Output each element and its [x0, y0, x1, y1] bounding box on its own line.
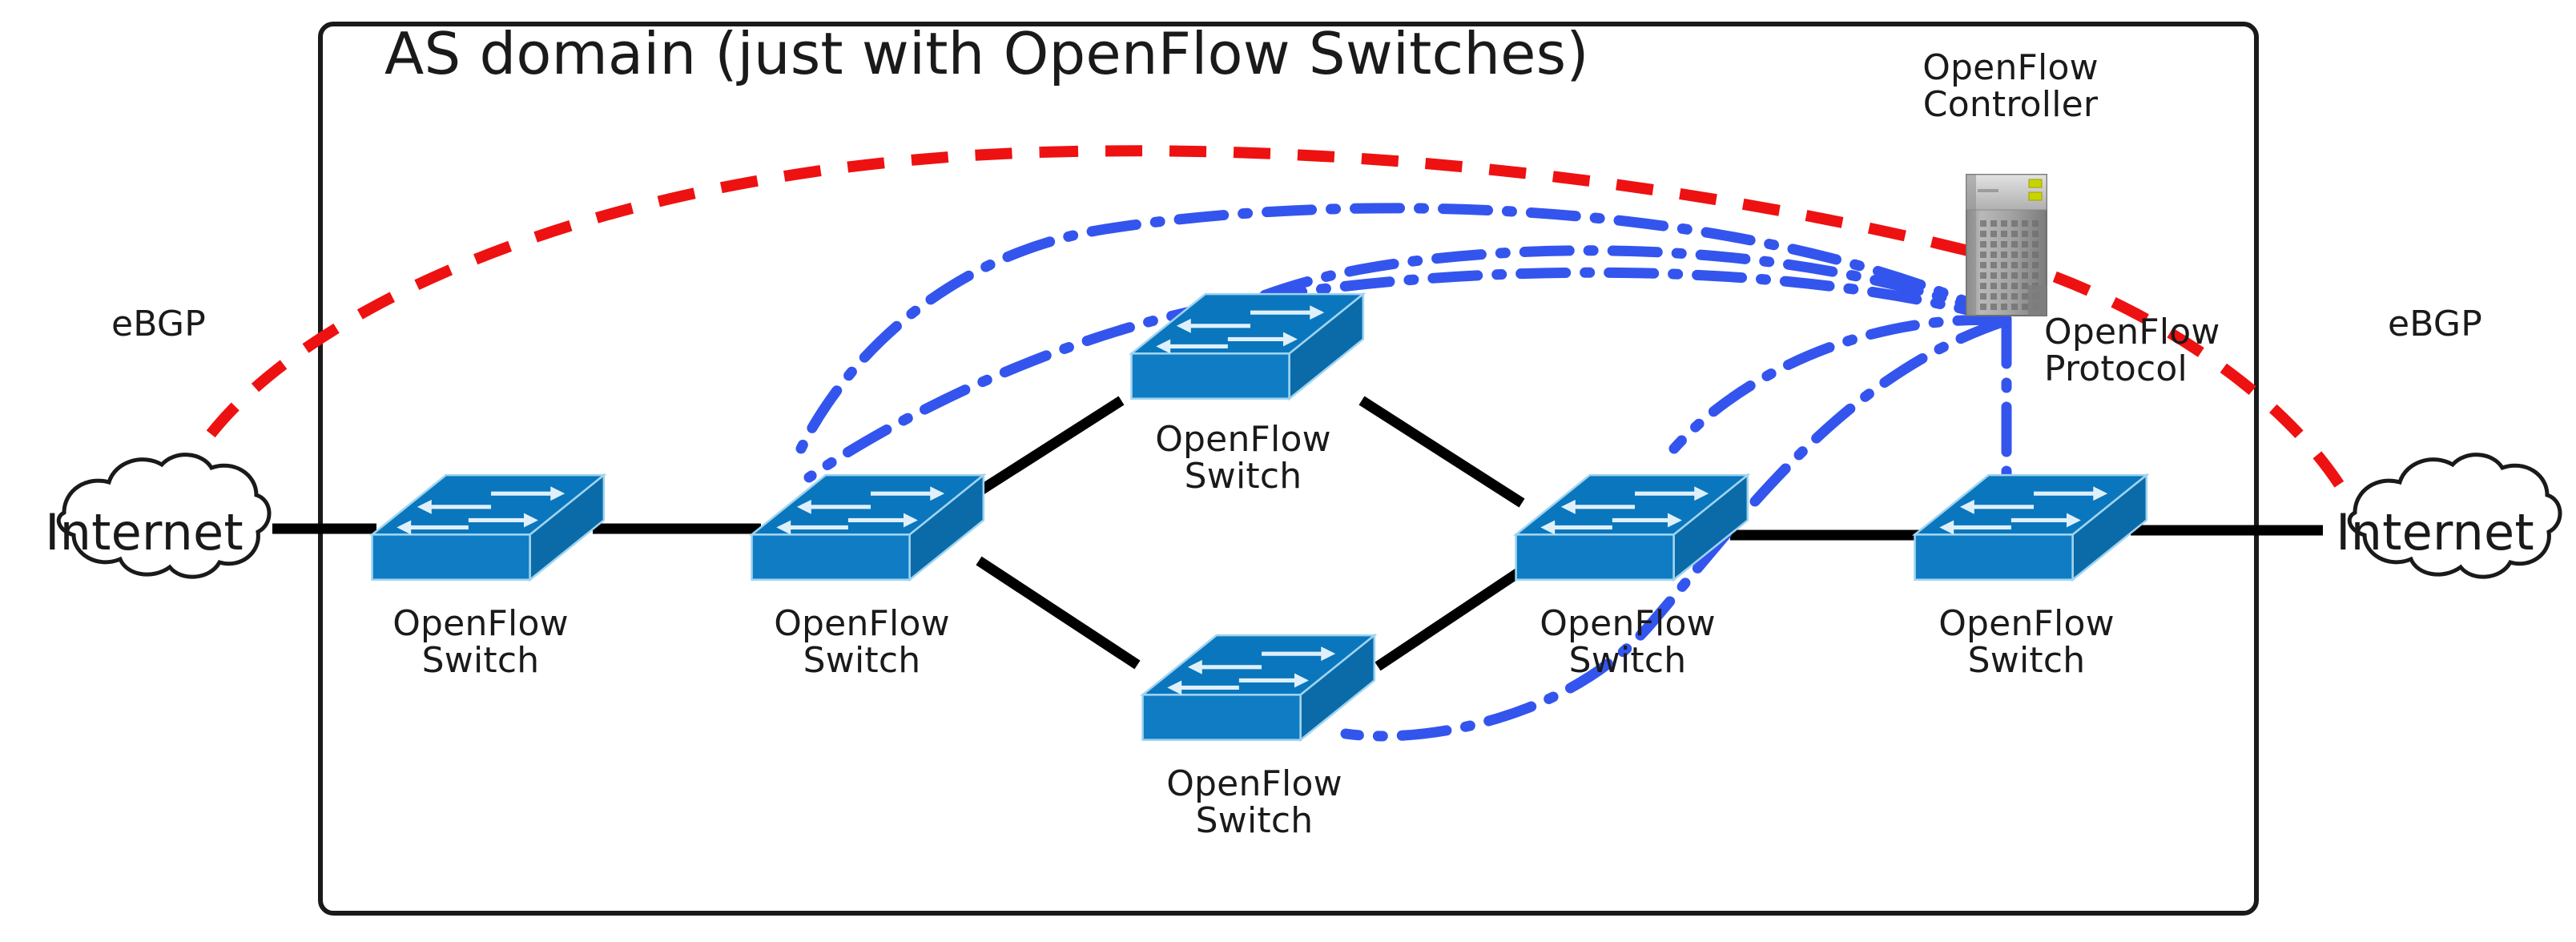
- ebgp-label-right: eBGP: [2388, 304, 2482, 344]
- ebgp-label-left: eBGP: [111, 304, 206, 344]
- switch-5-label: OpenFlow Switch: [1166, 763, 1342, 842]
- switch-2-icon[interactable]: [748, 469, 985, 581]
- switch-6-label: OpenFlow Switch: [1938, 603, 2115, 682]
- switch-3-icon[interactable]: [1128, 288, 1365, 400]
- switch-3-label: OpenFlow Switch: [1155, 419, 1331, 497]
- ebgp-link-left: [172, 147, 1042, 491]
- internet-cloud-left-label: Internet: [45, 503, 244, 562]
- switch-4-label: OpenFlow Switch: [1540, 603, 1716, 682]
- ebgp-link-right: [1040, 145, 2353, 500]
- openflow-channel-switch2: [795, 203, 2008, 454]
- openflow-channel-switch4: [1668, 314, 2008, 454]
- switch-6-icon[interactable]: [1911, 469, 2148, 581]
- link-switch2-switch5: [976, 556, 1141, 670]
- switch-1-icon[interactable]: [368, 469, 606, 581]
- server-rack-icon[interactable]: [1966, 174, 2047, 316]
- switch-5-icon[interactable]: [1139, 630, 1376, 741]
- link-switch5-switch4: [1375, 566, 1525, 671]
- switch-2-label: OpenFlow Switch: [774, 603, 950, 682]
- link-switch2-switch3: [968, 396, 1125, 501]
- switch-1-label: OpenFlow Switch: [392, 603, 569, 682]
- switch-4-icon[interactable]: [1512, 469, 1749, 581]
- openflow-channel-switch1-upper: [803, 267, 2008, 483]
- openflow-protocol-label: OpenFlow Protocol: [2044, 312, 2220, 390]
- as-domain-boundary: [318, 22, 2259, 916]
- link-switch3-switch4: [1358, 396, 1525, 508]
- page-title: AS domain (just with OpenFlow Switches): [384, 20, 1589, 87]
- openflow-controller-label: OpenFlow Controller: [1922, 47, 2099, 126]
- internet-cloud-right-label: Internet: [2336, 503, 2534, 562]
- openflow-channel-switch5: [1340, 316, 2008, 742]
